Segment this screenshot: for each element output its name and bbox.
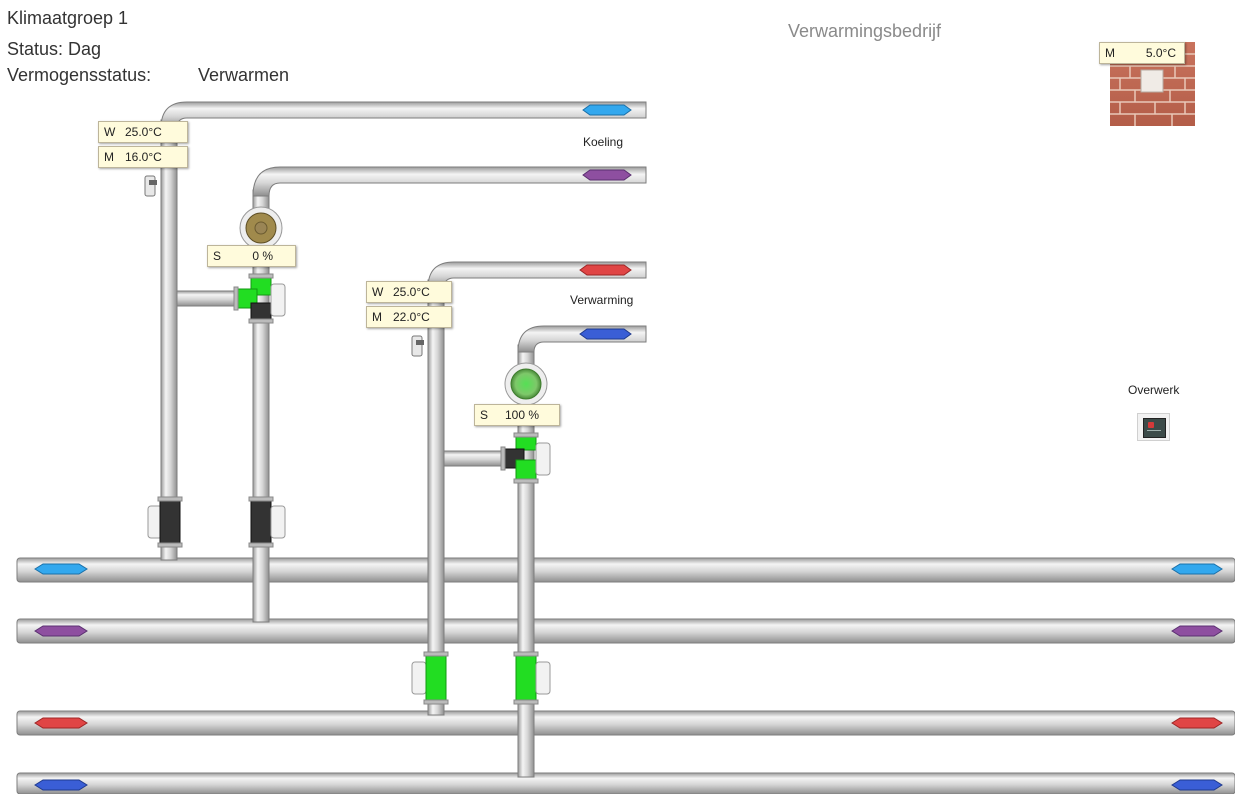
- cooling-pump-speed-value: 0 %: [252, 249, 273, 263]
- heating-label: Verwarming: [570, 293, 633, 307]
- cooling-setpoint-key: W: [104, 125, 115, 139]
- cooling-measured-tag[interactable]: M 16.0°C: [98, 146, 188, 168]
- heating-measured-tag[interactable]: M 22.0°C: [366, 306, 452, 328]
- cooling-supply-shutoff-valve[interactable]: [148, 497, 182, 547]
- heating-pump-speed-key: S: [480, 408, 488, 422]
- hot-supply-header: [17, 711, 1235, 735]
- heating-pump-speed-value: 100 %: [505, 408, 539, 422]
- power-status-label: Vermogensstatus:: [7, 65, 151, 86]
- power-status-value: Verwarmen: [198, 65, 289, 86]
- overwork-label: Overwerk: [1128, 383, 1179, 397]
- outdoor-temp-tag[interactable]: M 5.0°C: [1099, 42, 1185, 64]
- heating-setpoint-tag[interactable]: W 25.0°C: [366, 281, 452, 303]
- outdoor-temp-key: M: [1105, 46, 1115, 60]
- cooling-measured-key: M: [104, 150, 114, 164]
- thermostat-led: [1148, 422, 1154, 428]
- heating-return-shutoff-valve[interactable]: [514, 652, 550, 704]
- heating-pump-icon[interactable]: [505, 363, 547, 405]
- heating-setpoint-key: W: [372, 285, 383, 299]
- heating-supply-shutoff-valve[interactable]: [412, 652, 448, 704]
- heating-setpoint-value: 25.0°C: [393, 285, 430, 299]
- cooling-temp-sensor: [145, 176, 157, 196]
- flow-indicators: [35, 105, 1222, 790]
- group-title: Klimaatgroep 1: [7, 8, 128, 29]
- thermostat-display: [1143, 418, 1166, 438]
- outdoor-temp-value: 5.0°C: [1146, 46, 1176, 60]
- status-text: Status: Dag: [7, 39, 101, 60]
- heating-measured-value: 22.0°C: [393, 310, 430, 324]
- hot-return-header: [17, 773, 1235, 794]
- cooling-setpoint-value: 25.0°C: [125, 125, 162, 139]
- cooling-return-shutoff-valve[interactable]: [249, 497, 285, 547]
- thermostat-line: [1147, 430, 1161, 431]
- cooling-pipes: [161, 102, 646, 622]
- cooling-pump-speed-tag[interactable]: S 0 %: [207, 245, 296, 267]
- cooling-setpoint-tag[interactable]: W 25.0°C: [98, 121, 188, 143]
- flow-arrow-hot-supply-top: [580, 265, 631, 275]
- heating-pump-speed-tag[interactable]: S 100 %: [474, 404, 560, 426]
- cooling-pump-icon[interactable]: [240, 207, 282, 249]
- thermostat-icon[interactable]: [1137, 413, 1170, 441]
- flow-arrow-hot-return-top: [580, 329, 631, 339]
- cooling-measured-value: 16.0°C: [125, 150, 162, 164]
- flow-arrow-cold-supply-top: [583, 105, 631, 115]
- heating-measured-key: M: [372, 310, 382, 324]
- cold-return-header: [17, 619, 1235, 643]
- cooling-pump-speed-key: S: [213, 249, 221, 263]
- company-title: Verwarmingsbedrijf: [788, 21, 941, 42]
- flow-arrow-cold-return-top: [583, 170, 631, 180]
- heating-temp-sensor: [412, 336, 424, 356]
- cold-supply-header: [17, 558, 1235, 582]
- main-header-pipes: [17, 558, 1235, 794]
- cooling-label: Koeling: [583, 135, 623, 149]
